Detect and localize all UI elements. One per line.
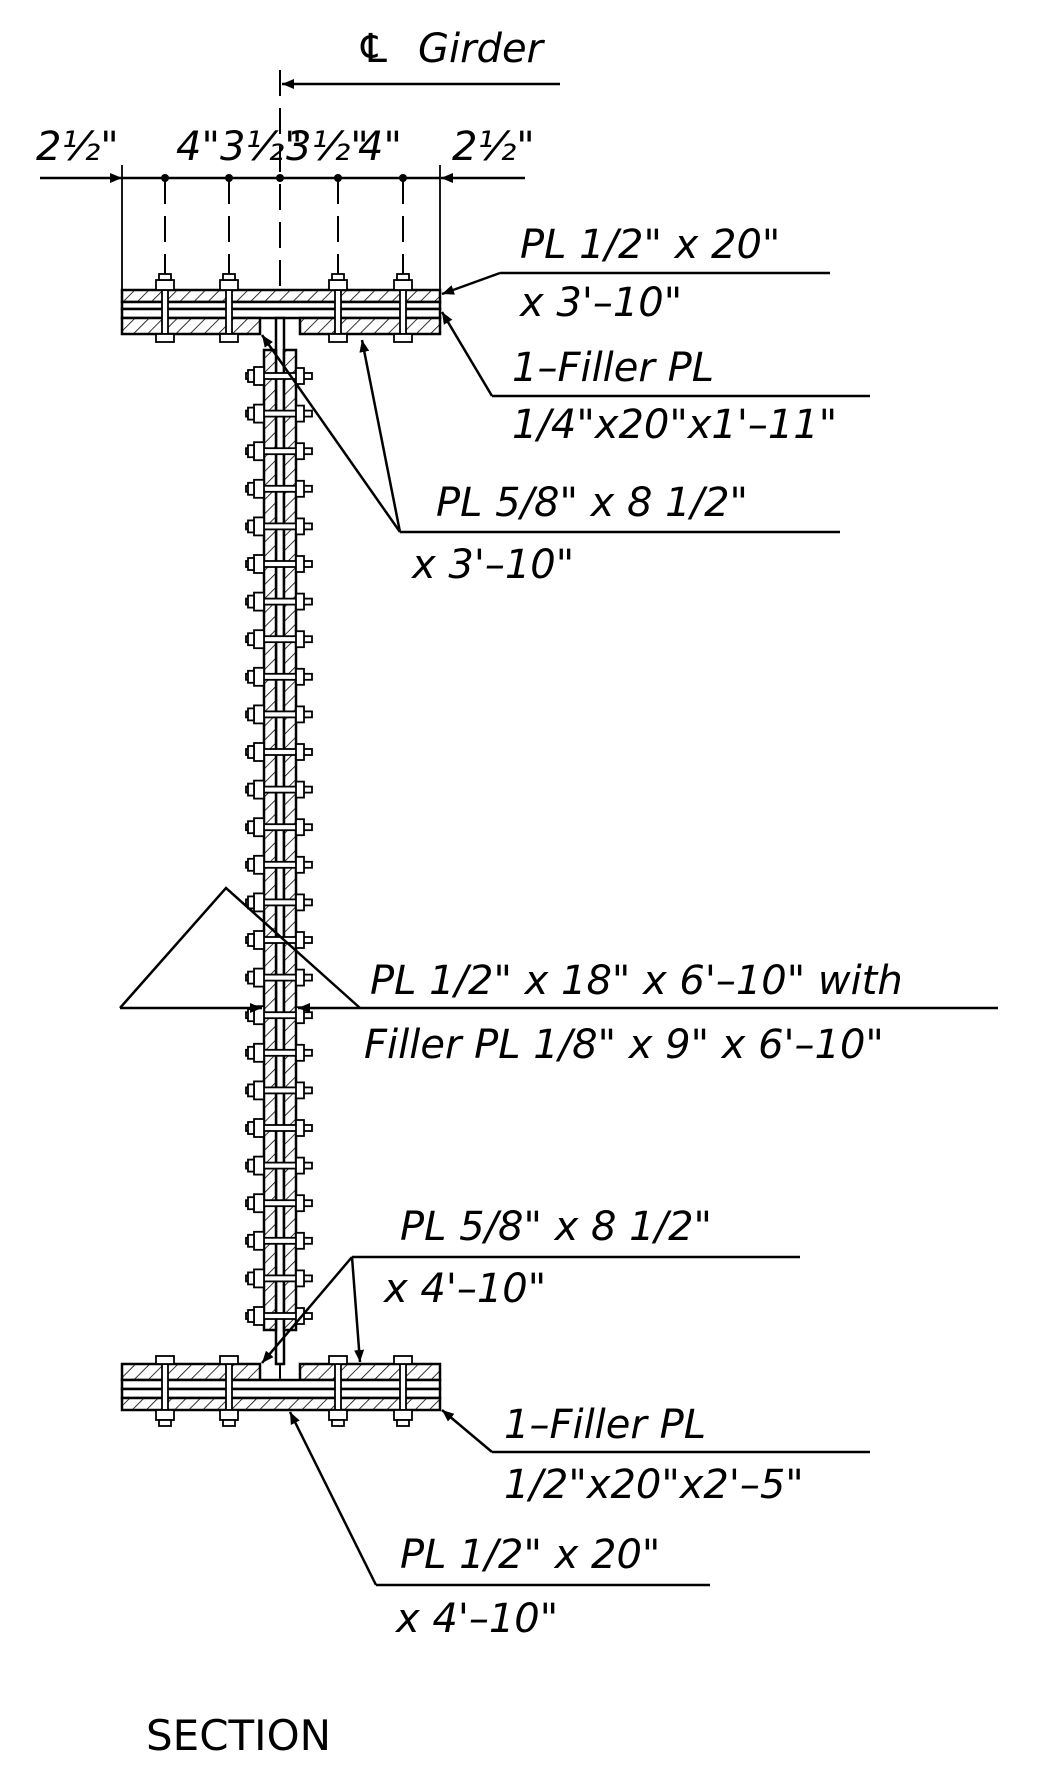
- callout-top-inner-plates: PL 5/8" x 8 1/2" x 3'–10": [260, 334, 840, 588]
- dimension-tick-4: [399, 174, 407, 182]
- callout-bottom-inner-plates: PL 5/8" x 8 1/2" x 4'–10": [261, 1204, 800, 1364]
- top-flange-bolt-4: [393, 273, 413, 343]
- web-bolt: [245, 779, 313, 800]
- top-flange-bolt-1: [155, 273, 175, 343]
- callout-bottom-cover-line1: PL 1/2" x 20": [400, 1532, 660, 1578]
- dimension-spacing-2: 3½": [220, 124, 303, 170]
- web-bolt: [245, 666, 313, 687]
- dimension-tick-1: [161, 174, 169, 182]
- top-inner-plate-right: [298, 316, 442, 336]
- web-bolt: [245, 1268, 313, 1289]
- top-flange-bolt-3: [328, 273, 348, 343]
- bottom-flange: [120, 1378, 442, 1391]
- dimension-spacing-3: 3½": [286, 124, 369, 170]
- callout-top-filler-plate: 1–Filler PL 1/4"x20"x1'–11": [440, 311, 870, 448]
- web-splice-plate-right: [282, 348, 298, 1332]
- web-bolt: [245, 742, 313, 762]
- callout-top-cover-plate: PL 1/2" x 20" x 3'–10": [441, 222, 830, 326]
- web-splice: [245, 316, 313, 1366]
- callout-top-filler-line1: 1–Filler PL: [512, 345, 714, 391]
- bottom-flange-bolt-3: [328, 1355, 348, 1427]
- callout-bottom-filler-line1: 1–Filler PL: [504, 1402, 706, 1448]
- callout-top-cover-line2: x 3'–10": [518, 280, 682, 326]
- web-bolt: [245, 854, 313, 875]
- bottom-cover-plate: [120, 1396, 442, 1412]
- callout-web-line2: Filler PL 1/8" x 9" x 6'–10": [364, 1022, 884, 1068]
- web-bolt: [245, 1080, 313, 1101]
- callout-top-inner-line1: PL 5/8" x 8 1/2": [436, 480, 748, 526]
- centerline-symbol: ℄: [356, 26, 392, 72]
- centerline-label: Girder: [418, 26, 546, 72]
- callout-web-splice-plate: PL 1/2" x 18" x 6'–10" with Filler PL 1/…: [119, 886, 998, 1068]
- web-bolt: [245, 478, 313, 499]
- top-dimension-string: 2½" 4" 3½" 3½" 4" 2½": [36, 124, 535, 290]
- web-bolt: [245, 967, 313, 988]
- bottom-filler-plate: [120, 1387, 442, 1400]
- section-title: SECTION: [146, 1711, 331, 1760]
- web-bolt: [245, 1118, 313, 1138]
- callout-bottom-filler-line2: 1/2"x20"x2'–5": [504, 1462, 804, 1508]
- web-bolt: [245, 892, 313, 913]
- web-bolt: [245, 930, 313, 950]
- top-inner-plate-left: [120, 316, 262, 336]
- web-bolt: [245, 366, 313, 386]
- web-bolt: [245, 1155, 313, 1176]
- top-cover-plate: [120, 288, 442, 304]
- top-flange-splice: [120, 273, 442, 343]
- dimension-tick-2: [225, 174, 233, 182]
- girder-centerline: ℄ Girder: [279, 26, 560, 1400]
- web-bolt: [245, 591, 313, 612]
- bottom-flange-bolt-2: [219, 1355, 239, 1427]
- bottom-flange-bolt-4: [393, 1355, 413, 1427]
- web-splice-plate-left: [262, 348, 278, 1332]
- web-bolt: [245, 1042, 313, 1063]
- web-bolt: [245, 704, 313, 725]
- web-bolt: [245, 817, 313, 838]
- bottom-flange-bolt-1: [155, 1355, 175, 1427]
- top-flange-bolt-2: [219, 273, 239, 343]
- callout-top-filler-line2: 1/4"x20"x1'–11": [512, 402, 837, 448]
- callout-bottom-cover-plate: PL 1/2" x 20" x 4'–10": [288, 1411, 710, 1642]
- bottom-inner-plate-right: [298, 1362, 442, 1382]
- dimension-right-edge: 2½": [452, 124, 535, 170]
- web-bolt: [245, 403, 313, 424]
- callout-web-line1: PL 1/2" x 18" x 6'–10" with: [370, 958, 903, 1004]
- web-bolt: [245, 554, 313, 574]
- web-bolt: [245, 441, 313, 462]
- dimension-tick-center: [276, 174, 284, 182]
- callout-top-inner-line2: x 3'–10": [410, 542, 574, 588]
- callout-bottom-inner-line1: PL 5/8" x 8 1/2": [400, 1204, 712, 1250]
- dimension-spacing-1: 4": [176, 124, 220, 170]
- dimension-spacing-4: 4": [358, 124, 402, 170]
- dimension-left-edge: 2½": [36, 124, 119, 170]
- bottom-flange-splice: [120, 1355, 442, 1427]
- dimension-tick-3: [334, 174, 342, 182]
- web-bolt: [245, 629, 313, 650]
- web-bolt: [245, 1005, 313, 1026]
- callout-top-cover-line1: PL 1/2" x 20": [520, 222, 780, 268]
- callout-bottom-filler-plate: 1–Filler PL 1/2"x20"x2'–5": [441, 1402, 870, 1508]
- callout-bottom-cover-line2: x 4'–10": [394, 1596, 558, 1642]
- web-bolt: [245, 1306, 313, 1326]
- top-flange: [120, 307, 442, 320]
- callout-bottom-inner-line2: x 4'–10": [382, 1266, 546, 1312]
- web-bolt: [245, 1193, 313, 1214]
- web-bolt: [245, 516, 313, 537]
- bottom-inner-plate-left: [120, 1362, 262, 1382]
- web-bolt: [245, 1230, 313, 1251]
